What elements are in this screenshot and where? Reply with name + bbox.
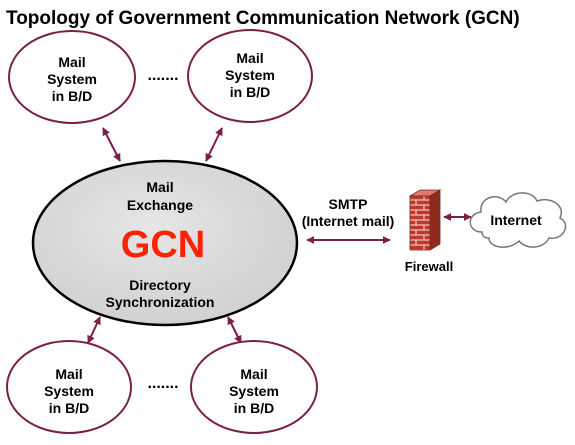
mail-system-bottom-right-line-3: in B/D	[234, 400, 274, 416]
mail-system-bottom-left: Mail System in B/D	[6, 340, 132, 434]
arrow-top-right	[205, 127, 223, 162]
mail-system-top-left: Mail System in B/D	[8, 30, 136, 124]
mail-system-top-left-line-3: in B/D	[52, 88, 92, 104]
mail-system-bottom-right: Mail System in B/D	[190, 340, 318, 434]
internet-mail-label: (Internet mail)	[302, 213, 395, 229]
mail-system-bottom-right-line-1: Mail	[240, 366, 267, 382]
arrow-top-left	[102, 127, 121, 162]
gcn-directory-label: Directory	[129, 277, 191, 293]
gcn-main-label: GCN	[121, 224, 205, 266]
firewall-label: Firewall	[405, 259, 453, 274]
mail-system-top-right-line-1: Mail	[236, 50, 263, 66]
smtp-label: SMTP	[329, 196, 368, 212]
ellipsis-bottom: .......	[147, 375, 178, 392]
mail-system-top-right-line-2: System	[225, 67, 275, 83]
mail-system-top-left-line-2: System	[47, 71, 97, 87]
mail-system-top-left-line-1: Mail	[58, 54, 85, 70]
mail-system-top-left-ellipse	[8, 30, 136, 124]
mail-system-bottom-right-ellipse	[190, 340, 318, 434]
gcn-synchronization-label: Synchronization	[106, 294, 215, 310]
diagram-title: Topology of Government Communication Net…	[6, 8, 520, 29]
gcn-exchange-label: Exchange	[127, 197, 193, 213]
internet-label: Internet	[490, 212, 542, 228]
mail-system-bottom-left-ellipse	[6, 340, 132, 434]
mail-system-bottom-left-line-2: System	[44, 383, 94, 399]
gcn-hub-ellipse	[31, 159, 299, 327]
gcn-hub: Mail Exchange GCN Directory Synchronizat…	[31, 159, 299, 327]
ellipsis-top: .......	[147, 67, 178, 84]
mail-system-bottom-right-line-2: System	[229, 383, 279, 399]
mail-system-top-right: Mail System in B/D	[187, 29, 313, 123]
firewall-icon	[408, 189, 442, 251]
mail-system-bottom-left-line-3: in B/D	[49, 400, 89, 416]
mail-system-bottom-left-line-1: Mail	[55, 366, 82, 382]
gcn-mail-label: Mail	[146, 179, 173, 195]
mail-system-top-right-ellipse	[187, 29, 313, 123]
internet-cloud-icon	[469, 192, 567, 248]
arrow-bottom-left	[87, 316, 101, 344]
arrow-bottom-right	[227, 316, 242, 344]
mail-system-top-right-line-3: in B/D	[230, 84, 270, 100]
